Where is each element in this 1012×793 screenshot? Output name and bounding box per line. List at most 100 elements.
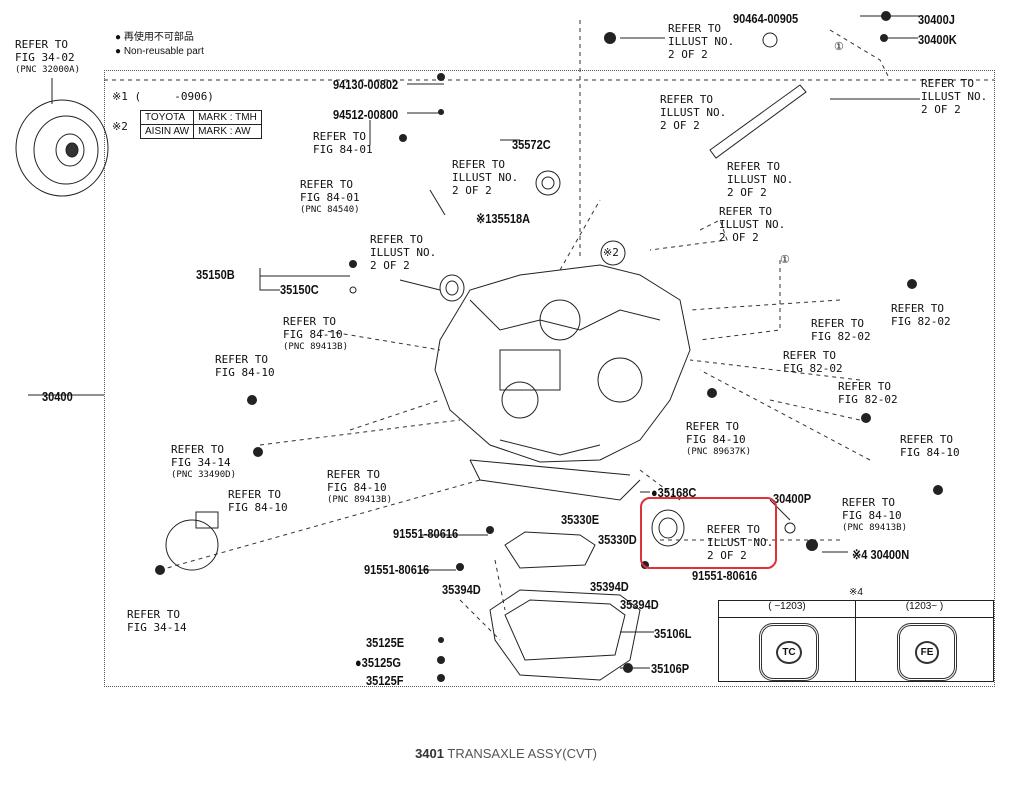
label-line: FIG 82-02: [891, 315, 951, 328]
label-p35394dc: 35394D: [620, 597, 659, 612]
oil-pan: [489, 589, 641, 681]
label-p35125g: ●35125G: [355, 655, 402, 670]
label-line: 2 OF 2: [727, 186, 767, 199]
legend-jp: ● 再使用不可部品: [115, 32, 194, 43]
mark-value: MARK : AW: [193, 124, 262, 139]
label-line: (PNC 89413B): [283, 342, 349, 352]
label-p90464: 90464-00905: [733, 11, 799, 26]
label-line: REFER TO: [171, 443, 224, 456]
label-line: FIG 84-10: [900, 446, 960, 459]
label-line: ILLUST NO.: [370, 246, 437, 259]
label-line: (PNC 89413B): [842, 523, 908, 533]
tube: [709, 84, 807, 159]
table4-col2: (1203~ ): [856, 601, 993, 618]
label-line: REFER TO: [660, 93, 713, 106]
label-p91551a: 91551-80616: [393, 526, 459, 541]
label-p35572c: 35572C: [512, 137, 551, 152]
label-p35330e: 35330E: [561, 512, 600, 527]
note-1: ※1 ( -0906): [112, 90, 214, 103]
label-line: 2 OF 2: [668, 48, 708, 61]
label-line: FIG 84-10: [327, 481, 387, 494]
label-line: REFER TO: [228, 488, 281, 501]
table4-col1: ( ~1203): [719, 601, 856, 618]
label-line: ILLUST NO.: [921, 90, 988, 103]
label-p35168c: ●35168C: [651, 485, 697, 500]
mark-fe-icon: FE: [914, 640, 940, 664]
label-p35106p: 35106P: [651, 661, 690, 676]
label-line: REFER TO: [891, 302, 944, 315]
label-circ1a: ①: [834, 40, 844, 53]
label-line: FIG 84-10: [215, 366, 275, 379]
label-p30400k: 30400K: [918, 32, 957, 47]
note-2: ※2: [112, 120, 128, 133]
label-p30400: 30400: [42, 389, 73, 404]
diagram-frame: [104, 70, 995, 687]
label-line: ILLUST NO.: [707, 536, 774, 549]
label-line: 2 OF 2: [452, 184, 492, 197]
label-line: REFER TO: [811, 317, 864, 330]
label-line: REFER TO: [127, 608, 180, 621]
label-p35106l: 35106L: [654, 626, 692, 641]
mark-maker: AISIN AW: [139, 124, 195, 139]
mark-table-4: ※4 ( ~1203) (1203~ ) TC FE: [718, 587, 994, 682]
label-line: FIG 84-10: [842, 509, 902, 522]
label-p35518a: ※135518A: [476, 211, 531, 226]
label-line: (PNC 89637K): [686, 447, 752, 457]
label-circ2: ※2: [603, 246, 619, 259]
label-line: FIG 34-14: [127, 621, 187, 634]
torque-converter: [15, 99, 109, 197]
mark-maker: TOYOTA: [139, 110, 195, 125]
label-line: REFER TO: [719, 205, 772, 218]
label-line: FIG 84-10: [228, 501, 288, 514]
label-p35394db: 35394D: [590, 579, 629, 594]
label-line: REFER TO: [300, 178, 353, 191]
label-p30400n: ※4 30400N: [852, 547, 910, 562]
label-line: REFER TO: [921, 77, 974, 90]
label-line: FIG 82-02: [783, 362, 843, 375]
legend-en: ● Non-reusable part: [115, 46, 204, 57]
label-line: ILLUST NO.: [719, 218, 786, 231]
label-line: 2 OF 2: [921, 103, 961, 116]
label-line: REFER TO: [668, 22, 721, 35]
caption-number: 3401: [415, 746, 444, 761]
label-p91551b: 91551-80616: [364, 562, 430, 577]
label-line: (PNC 84540): [300, 205, 360, 215]
label-line: ILLUST NO.: [660, 106, 727, 119]
label-line: FIG 34-02: [15, 51, 75, 64]
label-p35330d: 35330D: [598, 532, 637, 547]
label-line: REFER TO: [783, 349, 836, 362]
label-line: ILLUST NO.: [668, 35, 735, 48]
label-line: (PNC 33490D): [171, 470, 237, 480]
label-line: FIG 82-02: [838, 393, 898, 406]
label-line: REFER TO: [15, 38, 68, 51]
label-p35125e: 35125E: [366, 635, 405, 650]
label-line: 2 OF 2: [660, 119, 700, 132]
label-circ1b: ①: [780, 253, 790, 266]
label-p30400j: 30400J: [918, 12, 955, 27]
label-line: REFER TO: [900, 433, 953, 446]
label-line: 2 OF 2: [719, 231, 759, 244]
label-p91551c: 91551-80616: [692, 568, 758, 583]
caption-title: TRANSAXLE ASSY(CVT): [447, 746, 597, 761]
